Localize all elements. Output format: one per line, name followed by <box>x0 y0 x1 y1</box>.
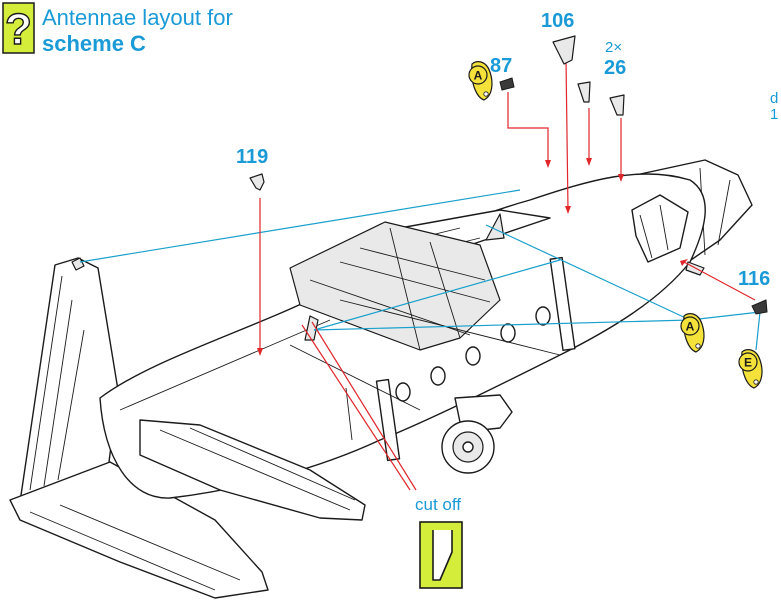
diagram-title: Antennae layout for <box>42 5 233 30</box>
aircraft-illustration <box>9 159 753 599</box>
cut-off-symbol-icon <box>419 521 463 589</box>
question-mark-badge-icon: ? <box>2 2 35 55</box>
part-number-116: 116 <box>738 268 770 290</box>
diagram-subtitle: scheme C <box>42 31 146 56</box>
antenna-wires <box>79 189 761 351</box>
part-119: 119 <box>236 146 268 191</box>
part-quantity-26: 2× <box>605 39 622 56</box>
tag-label-a: A <box>686 320 695 334</box>
paint-drop-tag-icon: E <box>738 349 763 389</box>
badge-glyph: ? <box>5 5 32 54</box>
part-26: 2× 26 <box>577 39 626 116</box>
paint-drop-tag-icon: A <box>468 61 493 101</box>
part-number-119: 119 <box>236 146 268 168</box>
part-106: 106 <box>541 10 576 65</box>
part-number-26: 26 <box>604 57 626 79</box>
part-number-106: 106 <box>541 10 574 32</box>
tag-label-a: A <box>474 69 483 83</box>
part-116: 116 <box>738 268 770 315</box>
cut-off-label: cut off <box>415 495 461 514</box>
leader-lines <box>257 59 756 491</box>
part-number-87: 87 <box>490 55 512 77</box>
edge-fragment-line1: d <box>770 90 778 107</box>
tag-label-e: E <box>744 356 752 370</box>
paint-drop-tag-icon: A <box>680 313 705 353</box>
part-87: 87 <box>490 55 515 91</box>
edge-fragment-line2: 1 <box>770 106 778 123</box>
